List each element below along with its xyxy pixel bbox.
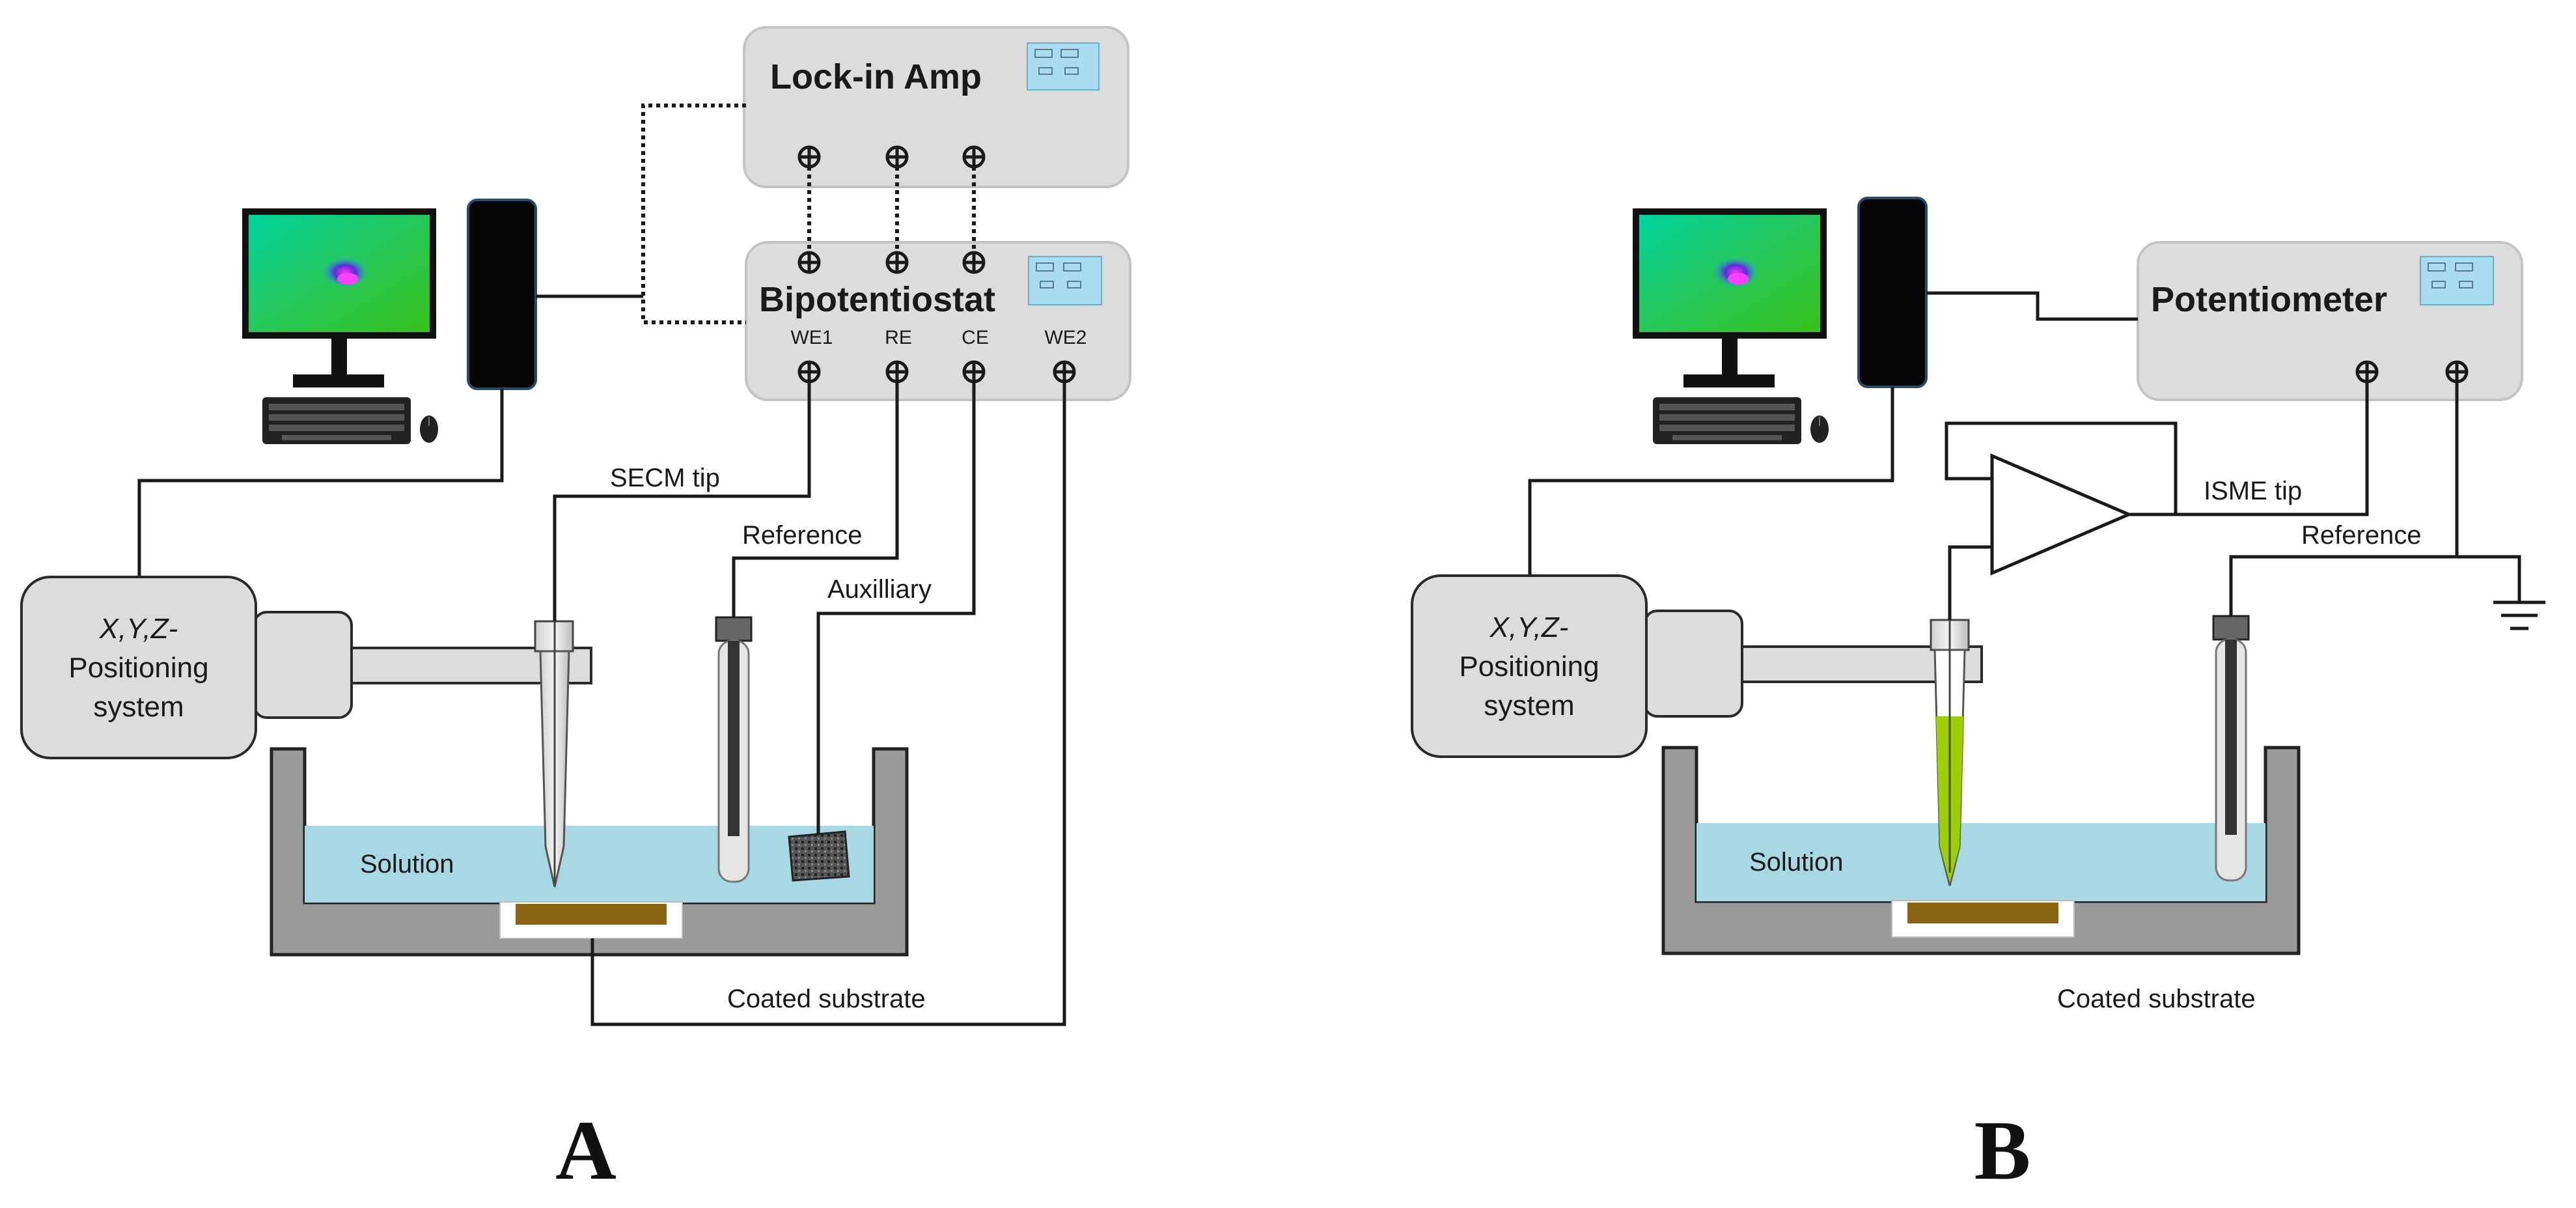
wire-label-isme-tip: ISME tip [2204,477,2302,505]
positioner-b: X,Y,Z- Positioning system [1411,574,1983,758]
reference-electrode-icon [715,616,753,883]
mouse-icon [420,415,438,443]
wire-label-auxiliary: Auxilliary [827,575,932,604]
controller-box-icon [467,199,537,390]
positioner-label-2: Positioning [1459,651,1599,682]
wire-label-reference-b: Reference [2301,521,2422,550]
wire-label-substrate-a: Coated substrate [727,985,926,1013]
keyboard-icon [262,397,411,444]
panel-letter-b: B [1974,1104,2031,1198]
solution-label-a: Solution [360,850,454,878]
mesh-electrode-icon [788,830,850,882]
lockin-amp: Lock-in Amp [743,26,1129,188]
potentiometer: Potentiometer [2137,241,2523,401]
wire-label-reference-a: Reference [742,521,863,550]
isme-tip-icon [1930,619,1970,886]
positioner-label-3: system [1484,690,1574,722]
potentiometer-title: Potentiometer [2151,280,2387,319]
electrochemical-cell-a: Solution [270,747,909,957]
positioner-a: X,Y,Z- Positioning system [20,576,592,759]
display-icon [1028,256,1102,305]
wire-label-secm-tip: SECM tip [610,464,720,492]
terminal-we1: WE1 [790,327,833,348]
computer-monitor-icon [1633,208,1827,387]
terminal-we2: WE2 [1044,327,1087,348]
positioner-label-2: Positioning [68,652,208,684]
positioner-label-3: system [93,691,184,723]
wire-label-substrate-b: Coated substrate [2057,985,2256,1013]
terminal-ce: CE [962,327,989,348]
display-icon [1027,42,1100,91]
keyboard-icon [1653,397,1801,444]
ground-symbol-icon [2493,600,2545,630]
electrochemical-cell-b: Solution [1661,746,2301,955]
amplifier-icon [1945,382,2369,620]
positioner-label-1: X,Y,Z- [99,613,178,645]
solution-label-b: Solution [1749,848,1844,877]
controller-box-icon [1857,197,1928,388]
secm-tip-icon [534,620,574,888]
lockin-amp-title: Lock-in Amp [770,57,982,96]
display-icon [2420,256,2494,305]
positioner-label-1: X,Y,Z- [1489,611,1569,643]
bipotentiostat: Bipotentiostat WE1 RE CE WE2 [745,241,1131,401]
panel-b: Potentiometer X,Y,Z- Positioning system [1411,197,2545,1198]
panel-a: Lock-in Amp Bipotentiostat WE1 RE [20,26,1131,1198]
reference-electrode-icon [2212,615,2250,882]
terminal-re: RE [885,327,912,348]
mouse-icon [1810,415,1829,443]
computer-monitor-icon [242,208,436,387]
panel-letter-a: A [555,1104,616,1198]
bipotentiostat-title: Bipotentiostat [759,280,995,319]
